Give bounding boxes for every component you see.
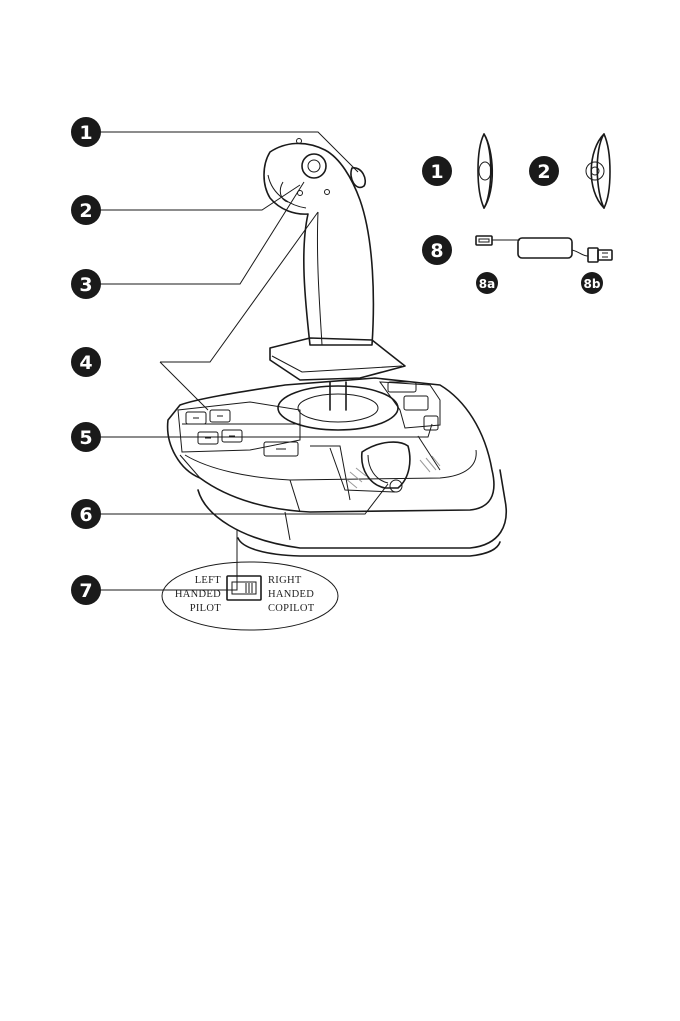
inset-part-2: 2: [529, 156, 559, 186]
switch-right-label-3: COPILOT: [268, 603, 315, 614]
callout-leaders: [100, 132, 432, 590]
inset-part-8: 8: [422, 235, 452, 265]
usb-cable-icon: [476, 236, 612, 262]
switch-left-label-1: LEFT: [195, 575, 222, 586]
callout-badge-6: 6: [71, 499, 101, 529]
joystick-stick: [264, 139, 405, 431]
cable-label-8a: 8a: [476, 272, 498, 294]
callout-badge-1: 1: [71, 117, 101, 147]
switch-right-label-2: HANDED: [268, 589, 314, 600]
base-button-g: [404, 396, 428, 410]
svg-text:1: 1: [430, 161, 443, 183]
switch-right-label-1: RIGHT: [268, 575, 302, 586]
inset-part-1: 1: [422, 156, 452, 186]
svg-text:3: 3: [79, 274, 92, 296]
svg-text:8b: 8b: [584, 277, 601, 291]
hat-switch-cap-icon: [478, 134, 492, 208]
cable-label-8b: 8b: [581, 272, 603, 294]
svg-text:6: 6: [79, 504, 92, 526]
callout-badge-3: 3: [71, 269, 101, 299]
callout-badge-4: 4: [71, 347, 101, 377]
svg-text:8a: 8a: [479, 277, 495, 291]
switch-left-label-3: PILOT: [190, 603, 222, 614]
callout-badge-5: 5: [71, 422, 101, 452]
svg-text:5: 5: [79, 427, 92, 449]
switch-left-label-2: HANDED: [175, 589, 221, 600]
svg-text:4: 4: [79, 352, 92, 374]
pov-hat-cap-icon: [586, 134, 610, 208]
svg-text:8: 8: [430, 240, 443, 262]
svg-text:2: 2: [537, 161, 550, 183]
callout-badge-7: 7: [71, 575, 101, 605]
handedness-switch-callout: LEFT HANDED PILOT RIGHT HANDED COPILOT: [162, 562, 338, 630]
hat-switch: [302, 154, 326, 178]
callout-badge-2: 2: [71, 195, 101, 225]
svg-text:1: 1: [79, 122, 92, 144]
joystick-base: [168, 378, 507, 556]
svg-text:7: 7: [79, 580, 92, 602]
svg-text:2: 2: [79, 200, 92, 222]
